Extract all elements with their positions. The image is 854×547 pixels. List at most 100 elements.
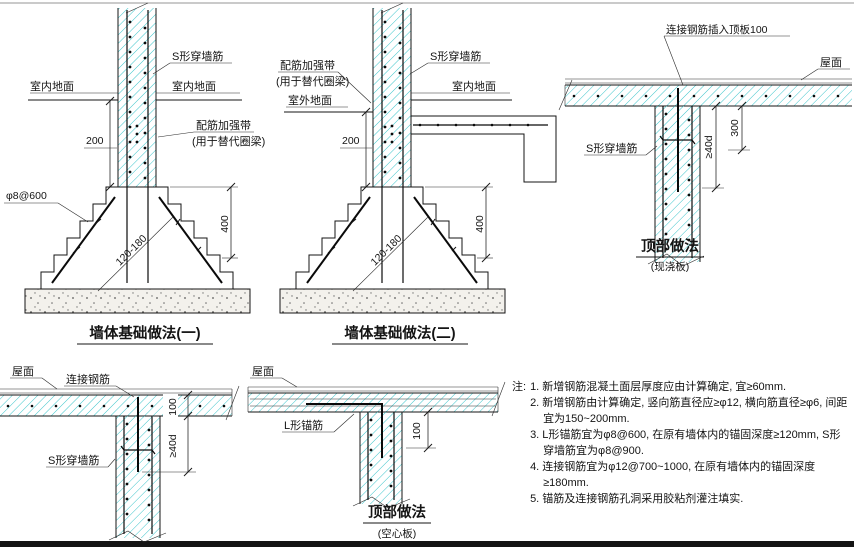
slope-rebar — [158, 196, 223, 284]
dim-200: 200 — [342, 135, 360, 147]
band-rebar-dots — [390, 124, 394, 144]
notes-label: 注: — [512, 381, 527, 393]
dim-40d: ≥40d — [167, 434, 179, 457]
floor-band — [410, 115, 557, 183]
connect-bar-label: 连接钢筋 — [66, 372, 110, 386]
break-mark — [647, 253, 705, 267]
rebar-dots — [128, 20, 132, 174]
rebar-spec-label: φ8@600 — [6, 190, 47, 202]
note-item-5: 5. 锚筋及连接钢筋孔洞采用胶粘剂灌注填实. — [530, 492, 744, 505]
rebar-dots — [664, 112, 668, 251]
slope-rebar — [413, 196, 478, 284]
dim-40d: ≥40d — [703, 135, 715, 158]
drawing-subtitle: (空心板) — [378, 527, 417, 540]
slope-rebar — [51, 196, 116, 284]
rebar-dots — [125, 422, 129, 516]
band-label-line2: (用于替代圈梁) — [192, 134, 265, 148]
rebar-dots — [389, 424, 393, 488]
rebar-dots — [147, 428, 151, 522]
note-item-2: 2. 新增钢筋由计算确定, 竖向筋直径应≥φ12, 横向筋直径≥φ6, 间距宜为… — [530, 396, 848, 425]
rebar-dots — [687, 118, 691, 242]
s-bar-label: S形穿墙筋 — [430, 49, 481, 63]
leader-line — [157, 131, 195, 138]
roof-label: 屋面 — [12, 365, 34, 378]
rebar-dots — [369, 418, 373, 482]
connect-bar-label: 连接钢筋插入顶板100 — [666, 23, 768, 36]
band-dots — [418, 123, 530, 127]
l-bar-label: L形锚筋 — [284, 418, 323, 432]
band-label-line1: 配筋加强带 — [196, 118, 251, 132]
leader-line — [800, 68, 819, 81]
break-mark — [125, 2, 149, 14]
leader-line — [333, 413, 355, 433]
l-anchor-rebar — [306, 403, 383, 458]
leader-line — [115, 385, 135, 398]
s-bar-label: S形穿墙筋 — [48, 453, 99, 467]
outdoor-floor-label: 室外地面 — [288, 93, 332, 107]
concrete-footing — [279, 288, 506, 314]
leader-line — [57, 202, 89, 223]
s-bar-label: S形穿墙筋 — [172, 49, 223, 63]
band-label-line1: 配筋加强带 — [280, 58, 335, 72]
s-bar — [120, 445, 156, 455]
break-mark — [225, 385, 240, 421]
wall-section — [118, 8, 156, 187]
indoor-floor-label-left: 室内地面 — [30, 79, 74, 93]
drawing-title: 墙体基础做法(二) — [344, 324, 455, 342]
s-bar — [659, 135, 696, 145]
drawing-title: 墙体基础做法(一) — [89, 324, 200, 342]
break-mark — [491, 381, 506, 417]
note-item-3: 3. L形锚筋宜为φ8@600, 在原有墙体内的锚固深度≥120mm, S形穿墙… — [530, 428, 841, 457]
frame-bottom-bar — [0, 541, 854, 547]
top-detail-connect: 屋面 连接钢筋 S形穿墙筋 100 ≥40d — [0, 365, 240, 543]
break-mark — [558, 79, 573, 111]
rebar-dots — [143, 26, 147, 180]
break-mark — [108, 530, 167, 543]
leader-line — [409, 62, 429, 75]
note-item-1: 1. 新增钢筋混凝土面层厚度应由计算确定, 宜≥60mm. — [530, 381, 787, 393]
roof-label: 屋面 — [820, 56, 842, 69]
note-item-4: 4. 连接钢筋宜为φ12@700~1000, 在原有墙体内的锚固深度≥180mm… — [530, 460, 816, 489]
band-label-line2: (用于替代圈梁) — [276, 74, 349, 88]
concrete-footing — [24, 288, 251, 314]
s-bar-label: S形穿墙筋 — [586, 141, 637, 155]
leader-line — [41, 377, 58, 390]
dim-120-180: 120-180 — [114, 233, 150, 269]
slope-rebar — [306, 196, 371, 284]
band-rebar-dots — [135, 124, 139, 144]
dim-100: 100 — [167, 398, 179, 416]
hollow-slab — [248, 393, 498, 412]
dim-100: 100 — [411, 422, 423, 440]
notes-items: 1. 新增钢筋混凝土面层厚度应由计算确定, 宜≥60mm. 2. 新增钢筋由计算… — [530, 380, 850, 508]
roof-label: 屋面 — [252, 365, 274, 378]
dim-400: 400 — [474, 215, 486, 233]
drawing-title: 顶部做法 — [641, 237, 699, 255]
dim-200: 200 — [86, 135, 104, 147]
slab-rebar-dots — [572, 94, 840, 98]
leader-line — [152, 62, 171, 75]
wall-section — [373, 8, 411, 187]
rebar-dots — [383, 20, 387, 174]
break-mark — [380, 2, 404, 14]
leader-line — [107, 458, 116, 468]
foundation-detail-2: 配筋加强带 (用于替代圈梁) 室外地面 S形穿墙筋 室内地面 200 — [276, 2, 557, 345]
indoor-floor-label-right: 室内地面 — [172, 79, 216, 93]
dim-300: 300 — [729, 119, 741, 137]
leader-line — [337, 71, 372, 104]
foundation-detail-1: 室内地面 室内地面 200 φ8@600 400 120-1 — [4, 2, 265, 345]
dim-120-180: 120-180 — [369, 233, 405, 269]
leader-line — [645, 145, 658, 156]
top-detail-cast: 屋面 连接钢筋插入顶板100 S形穿墙筋 ≥40d 300 顶部做法 — [558, 23, 852, 273]
break-mark — [352, 496, 411, 509]
roof-slab — [565, 85, 852, 106]
top-detail-hollow: 屋面 L形锚筋 100 顶部做法 (空心板) — [247, 365, 506, 540]
drawing-subtitle: (现浇板) — [651, 260, 690, 273]
leader-line — [281, 377, 298, 388]
roof-slab — [0, 395, 232, 416]
notes-block: 注: 1. 新增钢筋混凝土面层厚度应由计算确定, 宜≥60mm. 2. 新增钢筋… — [512, 380, 850, 508]
drawing-title: 顶部做法 — [368, 503, 426, 521]
slab-rebar-dots — [6, 404, 226, 408]
rebar-dots — [398, 26, 402, 180]
dim-400: 400 — [219, 215, 231, 233]
